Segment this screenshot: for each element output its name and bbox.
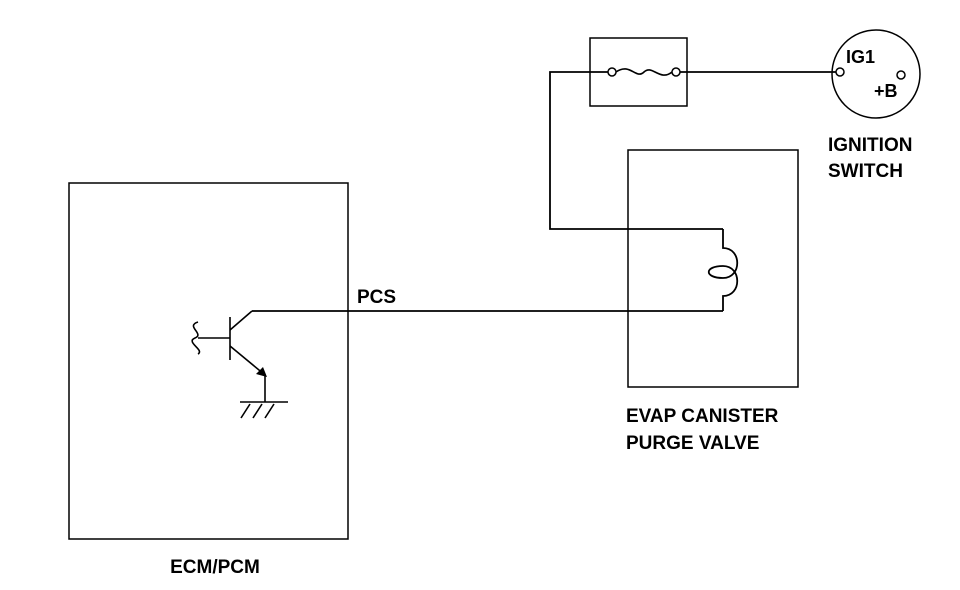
plus-b-label: +B (874, 81, 898, 101)
ecm-label: ECM/PCM (170, 557, 260, 578)
ignition-switch-circle (831, 29, 921, 119)
feed-wire (549, 71, 723, 230)
switch-label-line2: SWITCH (828, 161, 903, 182)
switch-label-line1: IGNITION (828, 135, 912, 156)
valve-label-line2: PURGE VALVE (626, 433, 759, 454)
ecm-box (68, 182, 349, 540)
ig1-terminal (835, 67, 845, 77)
base-input-squiggle (191, 321, 201, 355)
solenoid-coil (707, 229, 738, 311)
fuse-icon (607, 67, 681, 77)
purge-valve-box (627, 149, 799, 388)
ground-symbol (240, 375, 288, 419)
transistor-symbol (191, 310, 267, 377)
ig1-label: IG1 (846, 47, 875, 67)
emitter-arrow-icon (256, 367, 267, 377)
valve-label-line1: EVAP CANISTER (626, 406, 779, 427)
pcs-label: PCS (357, 287, 396, 308)
plus-b-terminal (896, 70, 906, 80)
